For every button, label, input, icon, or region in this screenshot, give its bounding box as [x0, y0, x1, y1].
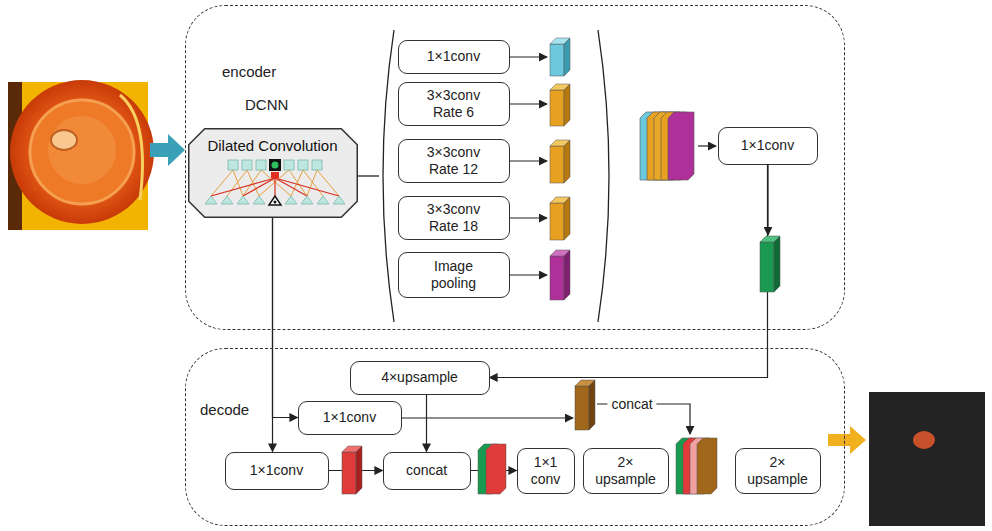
upsample-box: 2× upsample [735, 448, 821, 494]
box-label: concat [406, 462, 447, 479]
branch-arrows [510, 57, 547, 275]
conv-box: 1×1 conv [517, 448, 575, 494]
box-label: Dilated Convolution [207, 137, 337, 155]
section-label: DCNN [245, 96, 288, 114]
box-label: 3×3conv Rate 18 [419, 201, 489, 235]
encoder-region: encoderDilated Convolution 1×1conv 3×3conv… [185, 5, 845, 330]
flow-arrow [402, 417, 573, 418]
box-label: 1×1conv [741, 137, 794, 154]
input-arrow [150, 134, 185, 166]
box-label: 1×1conv [250, 462, 303, 479]
feature-map [760, 236, 780, 292]
section-heading: decode [200, 401, 249, 419]
box-label: Image pooling [419, 258, 489, 292]
conv-box: 1×1conv [298, 401, 402, 435]
conv-box: 1×1conv [398, 40, 510, 74]
flow-arrow [698, 145, 716, 146]
flow-arrow [272, 218, 273, 452]
flow-arrow [767, 165, 768, 235]
edge-note: concat [607, 396, 656, 413]
atrous-conv-box: 3×3conv Rate 12 [398, 139, 510, 183]
feature-maps [550, 38, 570, 300]
flow-arrow [490, 165, 768, 378]
upsample-box: 4×upsample [350, 361, 490, 395]
output-arrow [828, 426, 866, 454]
upsample-box: 2× upsample [583, 448, 669, 494]
pooling-box: Image pooling [398, 252, 510, 298]
flow-arrow [426, 395, 427, 452]
box-label: 1×1 conv [526, 454, 566, 488]
atrous-conv-box: 3×3conv Rate 6 [398, 82, 510, 126]
input-image [8, 80, 154, 230]
dilated-conv-illustration [188, 128, 358, 218]
concat-box: concat [383, 452, 471, 490]
feature-maps [342, 380, 717, 494]
output-mask [869, 392, 985, 526]
conv-box: 1×1conv [225, 452, 329, 490]
octagon-outline [188, 128, 357, 217]
box-label: 3×3conv Rate 12 [419, 144, 489, 178]
branch-bracket [358, 30, 609, 322]
section-heading: encoder [222, 63, 276, 81]
decoder-region: decode 4×upsample 1×1conv 1×1conv concat 1×1 … [185, 348, 845, 526]
box-label: 2× upsample [745, 454, 811, 488]
conv-box: 1×1conv [718, 127, 818, 165]
atrous-conv-box: 3×3conv Rate 18 [398, 196, 510, 240]
box-label: 1×1conv [323, 409, 376, 426]
concat-stack [640, 112, 694, 180]
box-label: 1×1conv [427, 48, 480, 65]
box-label: 2× upsample [593, 454, 659, 488]
box-label: 4×upsample [381, 369, 458, 386]
flow-arrow [273, 218, 298, 418]
dcnn-block: Dilated Convolution [188, 128, 358, 218]
box-label: 3×3conv Rate 6 [419, 87, 489, 121]
